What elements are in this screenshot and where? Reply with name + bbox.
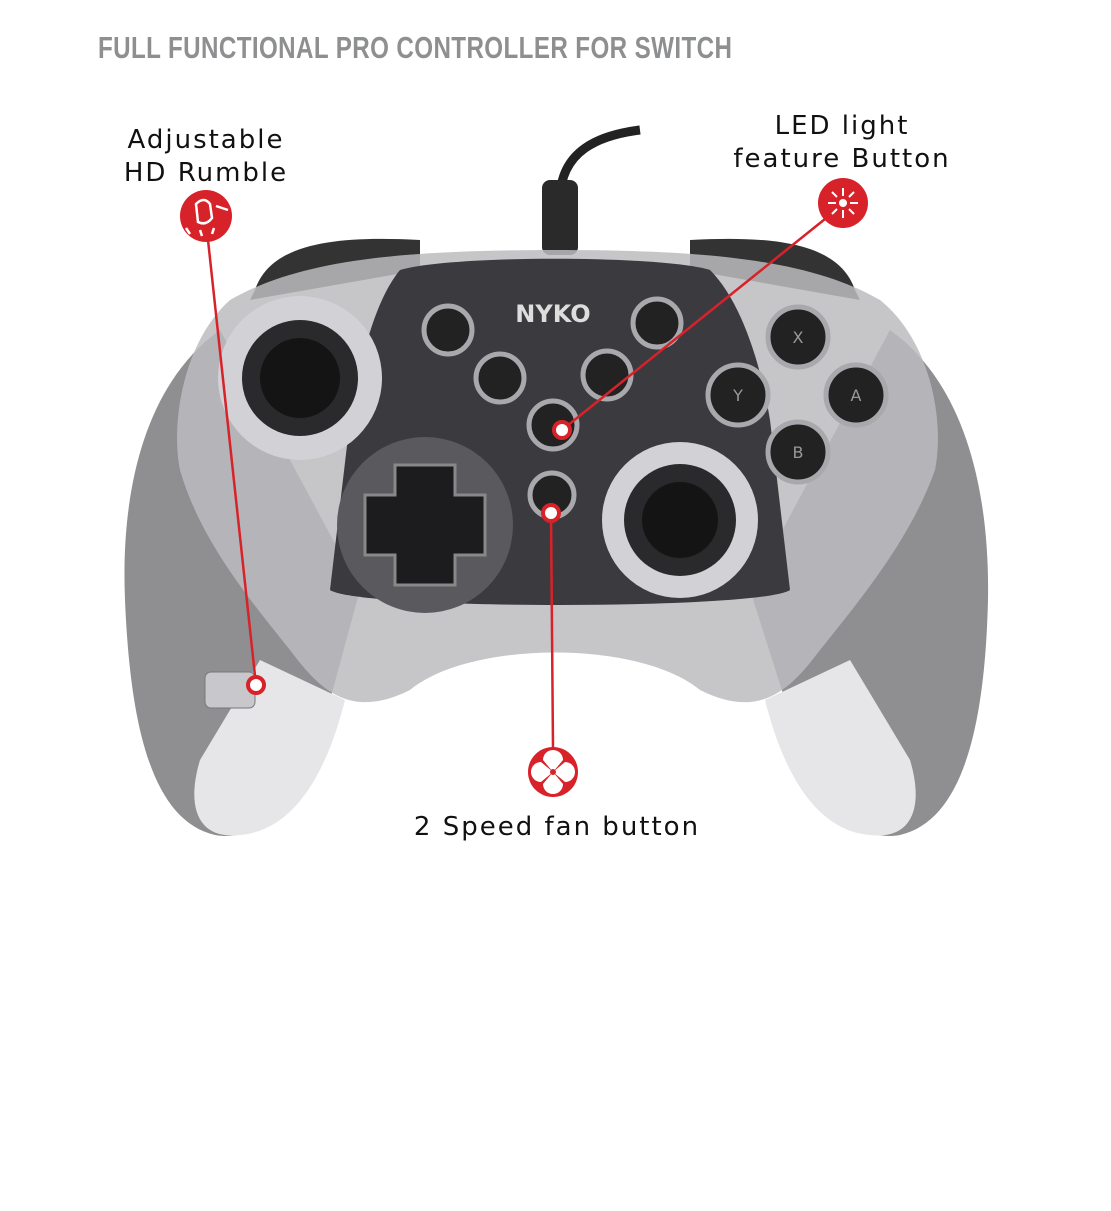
- rumble-label-line2: HD Rumble: [123, 158, 289, 188]
- rumble-label: Adjustable HD Rumble: [106, 124, 306, 190]
- home-button[interactable]: [580, 348, 634, 402]
- fan-leader-line: [549, 512, 555, 749]
- right-grip-clear: [765, 660, 916, 836]
- led-burst-icon: [818, 178, 868, 228]
- brand-logo: NYKO: [515, 300, 590, 328]
- right-stick-cap: [642, 482, 718, 558]
- rumble-label-line1: Adjustable: [127, 125, 285, 155]
- fan-dot: [541, 503, 561, 523]
- a-label: A: [851, 386, 862, 405]
- led-label: LED light feature Button: [702, 110, 982, 176]
- left-grip-clear: [194, 660, 345, 836]
- fan-label: 2 Speed fan button: [357, 811, 757, 844]
- left-stick-cap: [260, 338, 340, 418]
- rumble-leader-line: [206, 239, 258, 686]
- page-title: FULL FUNCTIONAL PRO CONTROLLER FOR SWITC…: [98, 30, 733, 65]
- capture-button[interactable]: [473, 351, 527, 405]
- y-button[interactable]: [705, 362, 771, 428]
- b-label: B: [793, 443, 804, 462]
- led-leader-line: [561, 214, 831, 431]
- led-label-line1: LED light: [774, 111, 910, 141]
- x-label: X: [793, 328, 804, 347]
- fan-label-line1: 2 Speed fan button: [413, 812, 701, 842]
- fan-icon: [528, 747, 578, 797]
- cable-strain-relief: [542, 180, 578, 255]
- led-dot: [552, 420, 572, 440]
- minus-button[interactable]: [421, 303, 475, 357]
- b-button[interactable]: [765, 419, 831, 485]
- led-label-line2: feature Button: [733, 144, 951, 174]
- a-button[interactable]: [823, 362, 889, 428]
- y-label: Y: [732, 386, 743, 405]
- dpad[interactable]: [363, 463, 487, 587]
- rumble-hand-icon: [180, 190, 232, 242]
- rumble-dot: [246, 675, 266, 695]
- x-button[interactable]: [765, 304, 831, 370]
- plus-button[interactable]: [630, 296, 684, 350]
